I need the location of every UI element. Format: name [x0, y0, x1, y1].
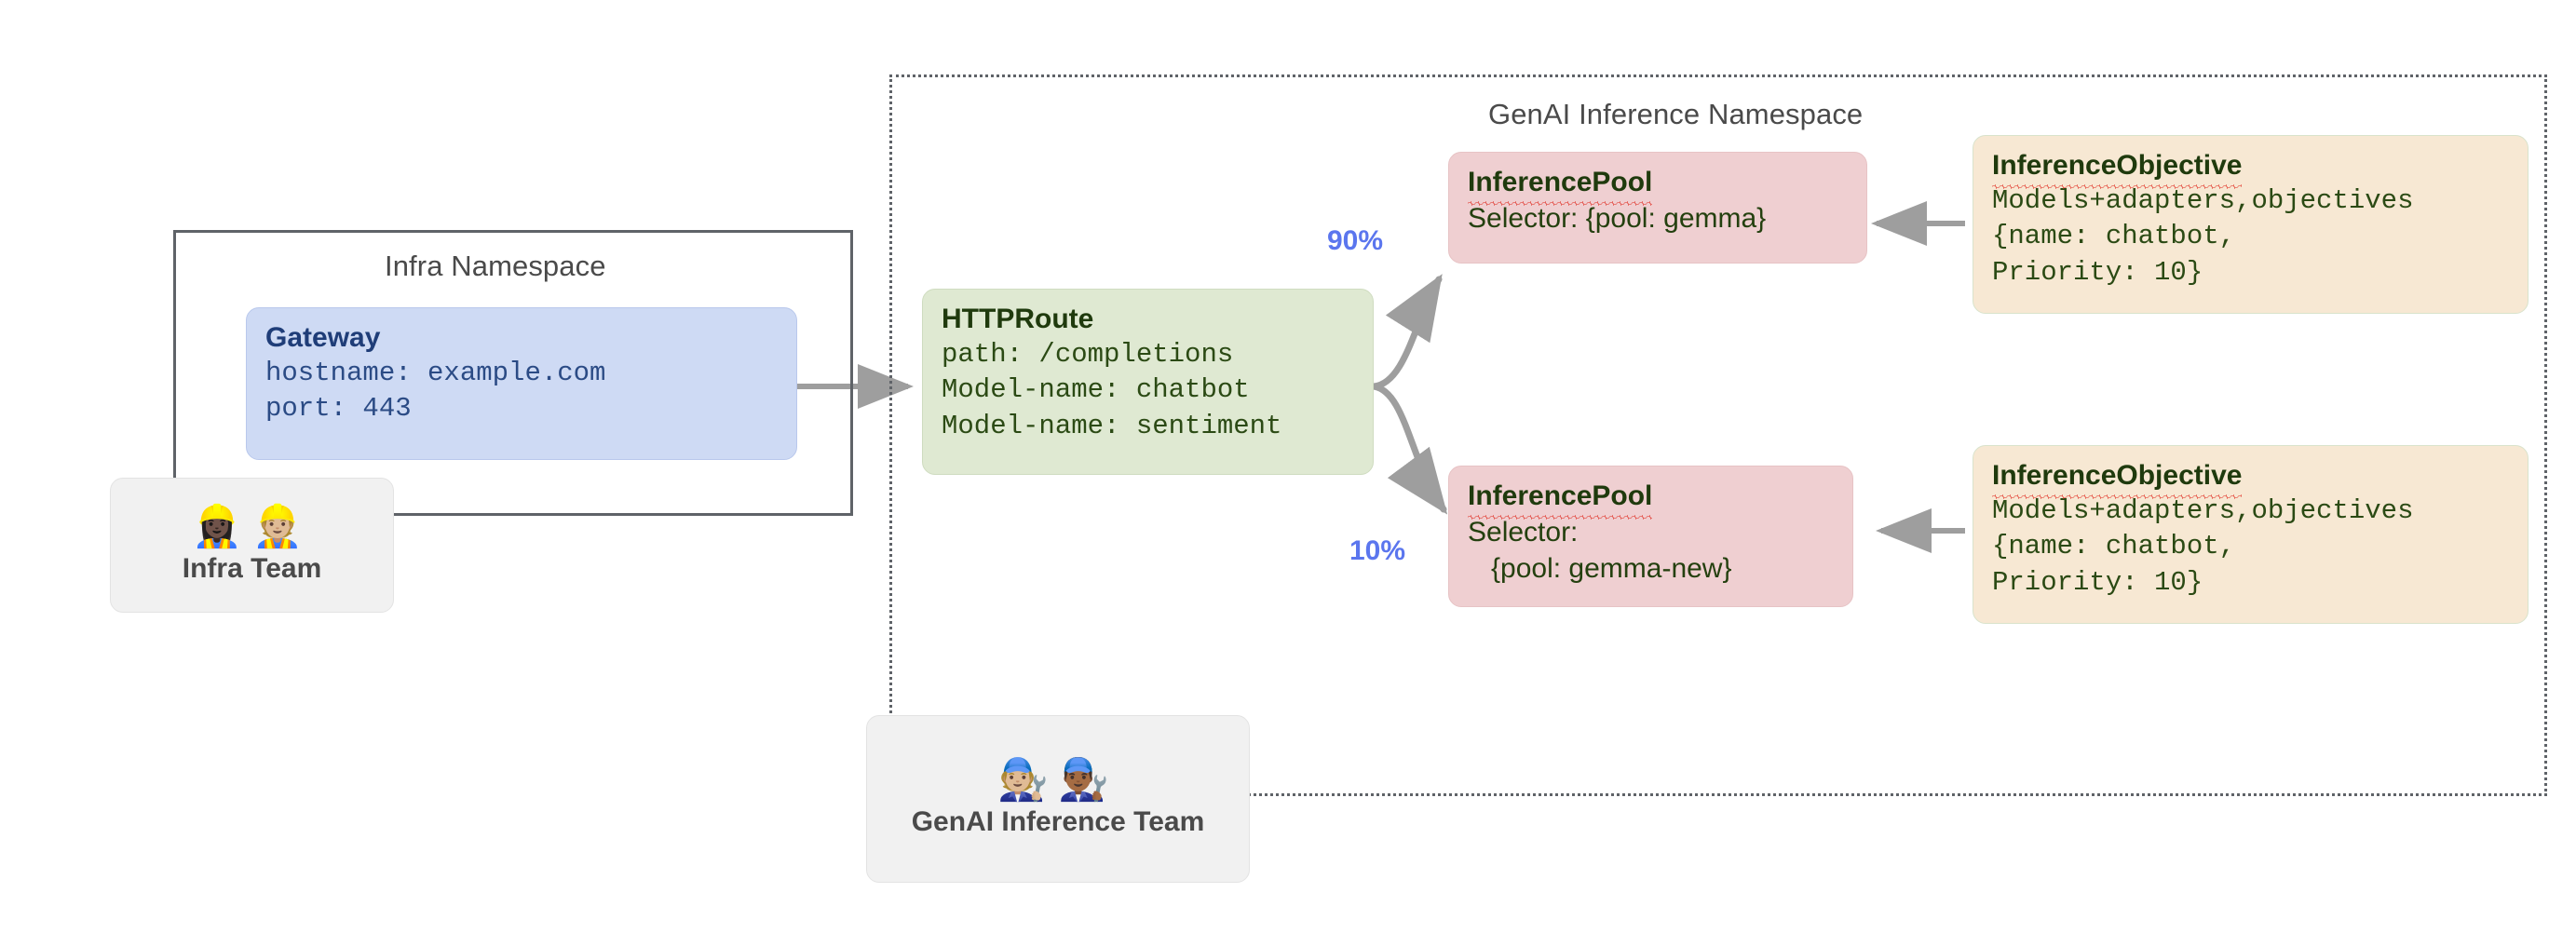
spellcheck-underline-icon: InferenceObjective [1992, 149, 2243, 189]
inferencepool-gemma-selector: Selector: {pool: gemma} [1468, 202, 1767, 234]
edge-weight-90-percent: 90% [1327, 225, 1384, 256]
inferenceobjective-top-title: InferenceObjective [1992, 149, 2509, 189]
inferenceobjective-bottom-node[interactable]: InferenceObjective Models+adapters,objec… [1973, 445, 2529, 624]
gateway-line-hostname: hostname: example.com [265, 357, 606, 388]
genai-inference-namespace-container [889, 74, 2547, 796]
inferenceobjective-bottom-title: InferenceObjective [1992, 459, 2509, 499]
httproute-line-path: path: /completions [942, 338, 1234, 370]
genai-inference-team-label: GenAI Inference Team [911, 806, 1205, 837]
infra-team-card[interactable]: 👷🏿‍♀️👷🏼 Infra Team [110, 478, 394, 613]
inferencepool-gemma-new-node[interactable]: InferencePool Selector: {pool: gemma-new… [1448, 466, 1853, 607]
gateway-title: Gateway [265, 322, 381, 353]
httproute-line-model-name-chatbot: Model-name: chatbot [942, 374, 1250, 406]
inferencepool-gemma-new-title: InferencePool [1468, 480, 1834, 520]
inferenceobjective-bottom-line-priority: Priority: 10} [1992, 566, 2203, 598]
spellcheck-underline-icon: InferencePool [1468, 480, 1653, 520]
inferenceobjective-bottom-line-name: {name: chatbot, [1992, 531, 2236, 562]
inferenceobjective-top-node[interactable]: InferenceObjective Models+adapters,objec… [1973, 135, 2529, 314]
spellcheck-underline-icon: InferenceObjective [1992, 459, 2243, 499]
inferencepool-gemma-title: InferencePool [1468, 166, 1848, 206]
httproute-title: HTTPRoute [942, 304, 1094, 334]
inferencepool-gemma-node[interactable]: InferencePool Selector: {pool: gemma} [1448, 152, 1867, 264]
inferenceobjective-bottom-line-models: Models+adapters,objectives [1992, 494, 2414, 526]
inferenceobjective-top-line-name: {name: chatbot, [1992, 221, 2236, 252]
infra-namespace-container [173, 230, 853, 516]
genai-inference-team-avatars: 🧑🏼‍🔧👨🏾‍🔧 [997, 756, 1119, 804]
inferencepool-gemma-new-selector-value: {pool: gemma-new} [1468, 552, 1732, 584]
infra-namespace-title: Infra Namespace [385, 250, 606, 282]
genai-inference-namespace-title: GenAI Inference Namespace [1488, 98, 1864, 130]
inferenceobjective-top-line-models: Models+adapters,objectives [1992, 184, 2414, 216]
genai-inference-team-card[interactable]: 🧑🏼‍🔧👨🏾‍🔧 GenAI Inference Team [866, 715, 1250, 883]
gateway-node[interactable]: Gateway hostname: example.com port: 443 [246, 307, 797, 460]
infra-team-label: Infra Team [182, 552, 322, 584]
httproute-node[interactable]: HTTPRoute path: /completions Model-name:… [922, 289, 1374, 475]
inferenceobjective-top-line-priority: Priority: 10} [1992, 256, 2203, 288]
spellcheck-underline-icon: InferencePool [1468, 166, 1653, 206]
gateway-line-port: port: 443 [265, 393, 412, 425]
edge-weight-10-percent: 10% [1349, 535, 1406, 566]
httproute-line-model-name-sentiment: Model-name: sentiment [942, 410, 1282, 441]
inferencepool-gemma-new-selector-label: Selector: [1468, 516, 1579, 548]
infra-team-avatars: 👷🏿‍♀️👷🏼 [191, 502, 313, 550]
